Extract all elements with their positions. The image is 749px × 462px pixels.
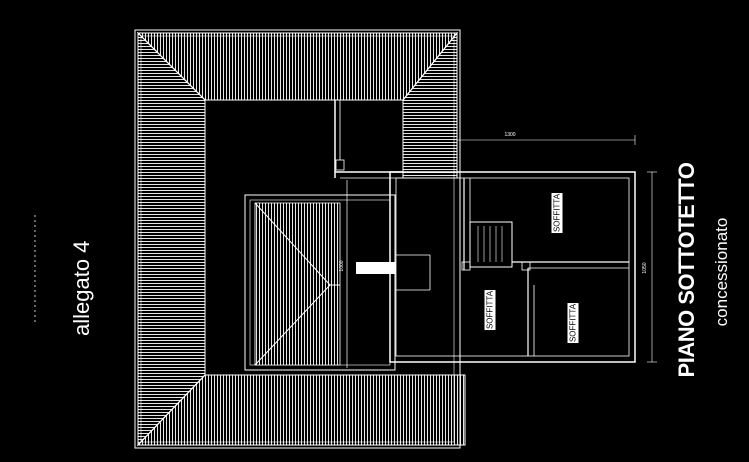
dimension-top: 1300 <box>504 132 516 138</box>
upper-walls <box>334 100 403 179</box>
dimension-lines <box>456 135 657 363</box>
plan-title: PIANO SOTTOTETTO <box>674 162 699 378</box>
annex-label: allegato 4 <box>69 240 94 336</box>
annex-rooms <box>389 171 636 363</box>
roof-outline <box>134 29 466 449</box>
room-label-soffitta-top: SOFFITTA <box>551 192 563 234</box>
plan-subtitle: concessionato <box>712 217 731 327</box>
dimension-right: 1050 <box>642 262 648 274</box>
dimension-center: 1000 <box>339 260 345 272</box>
inner-roof <box>244 180 396 371</box>
room-label-soffitta-left: SOFFITTA <box>484 289 496 331</box>
room-label-soffitta-right: SOFFITTA <box>567 302 579 344</box>
